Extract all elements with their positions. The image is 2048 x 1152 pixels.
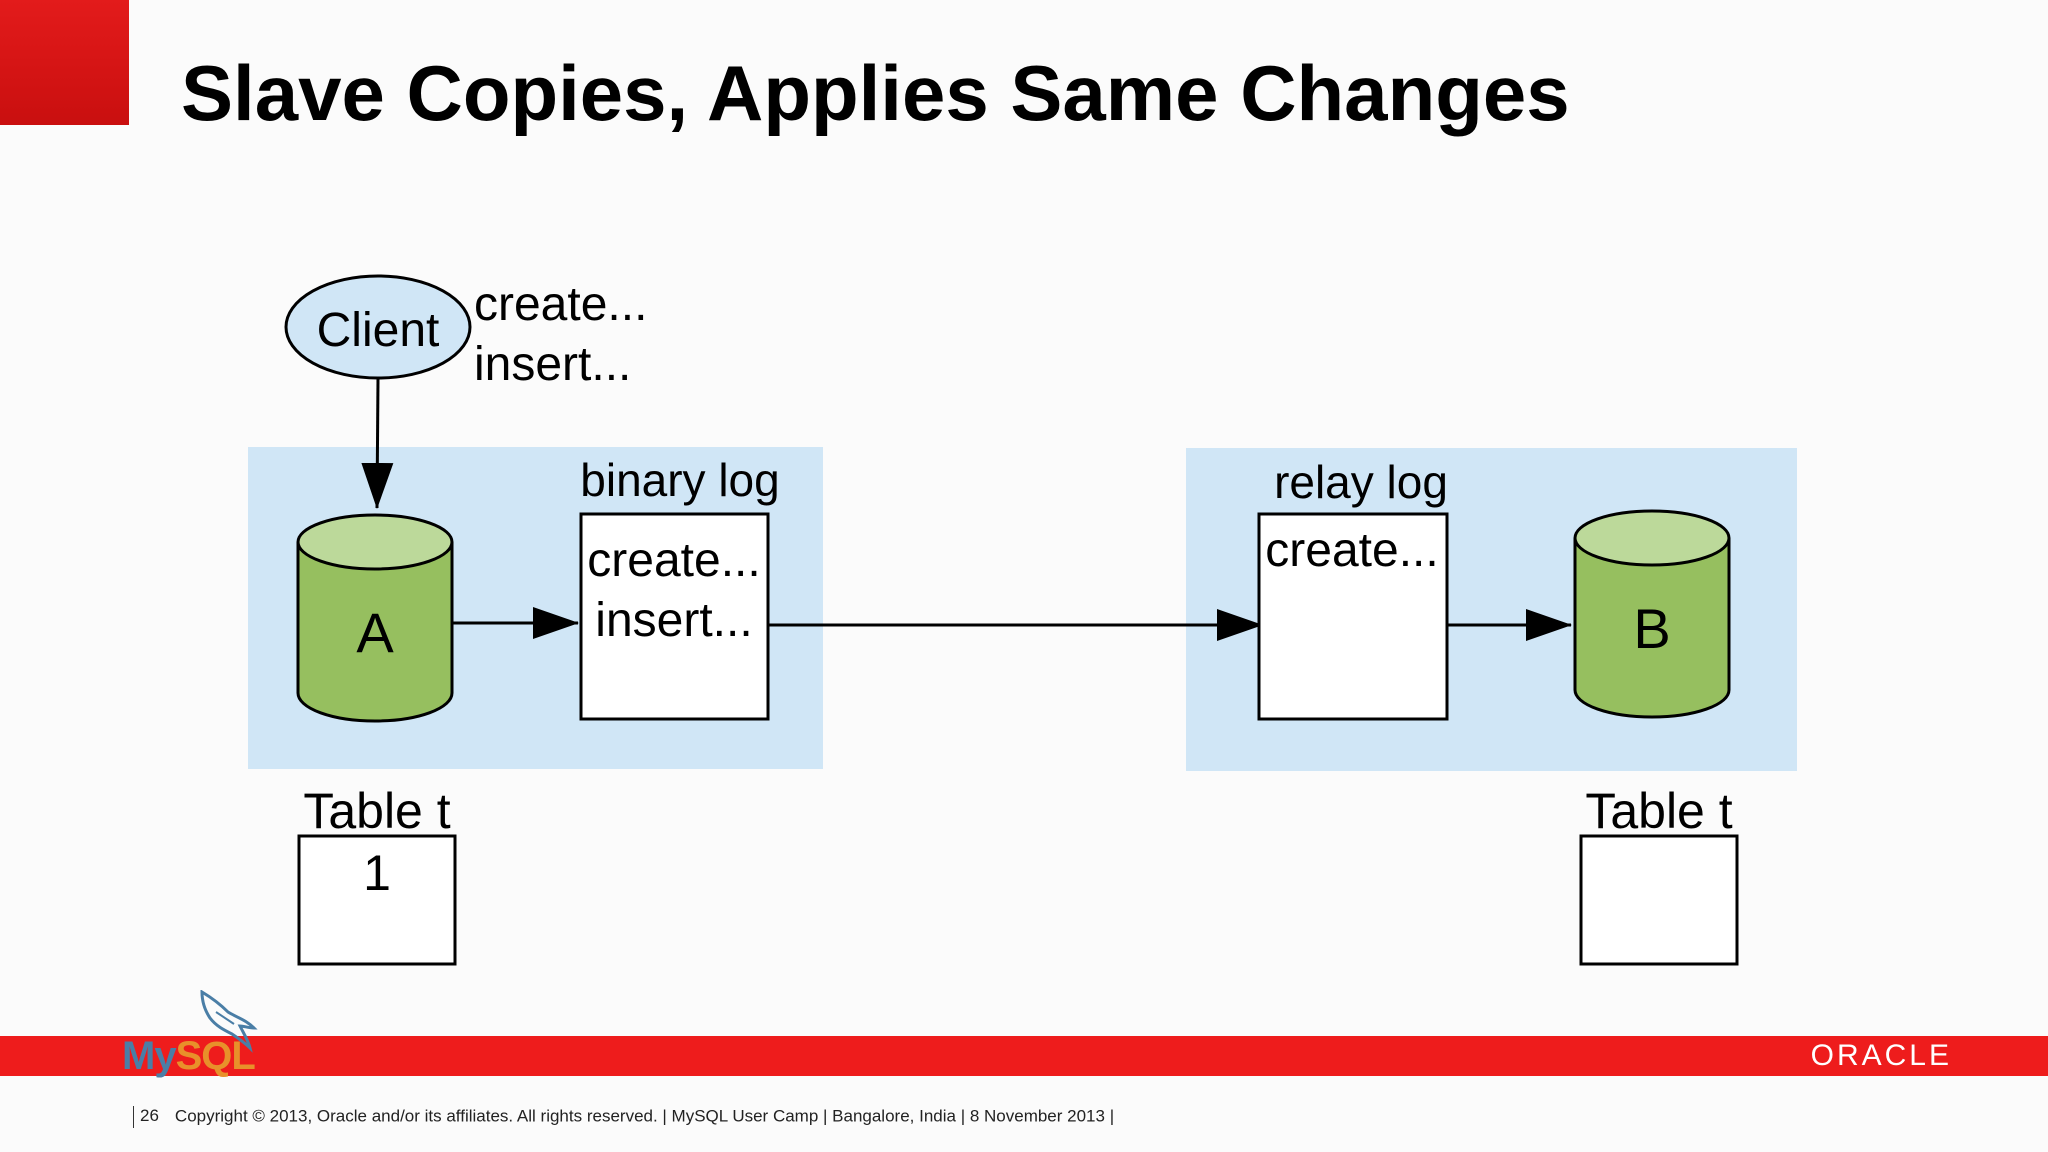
binary-log-line-insert: insert... <box>595 594 752 647</box>
client-label: Client <box>317 304 440 357</box>
mysql-dolphin-icon <box>200 990 258 1053</box>
master-table-label: Table t <box>303 783 450 839</box>
footer-separator <box>133 1106 134 1128</box>
database-a-label: A <box>356 601 394 664</box>
slave-table-label: Table t <box>1585 783 1732 839</box>
slave-table-box <box>1579 834 1739 966</box>
client-to-master-arrow <box>361 377 394 509</box>
database-b-cylinder <box>1573 509 1731 719</box>
database-b-label: B <box>1633 597 1670 660</box>
master-table-box <box>297 834 457 966</box>
oracle-logo: ORACLE <box>1810 1039 1952 1072</box>
database-a-cylinder <box>296 513 454 723</box>
binary-log-box <box>579 512 770 721</box>
page-number: 26 <box>140 1106 159 1126</box>
client-cmd-insert: insert... <box>474 338 631 391</box>
binary-log-line-create: create... <box>587 534 760 587</box>
slide-title: Slave Copies, Applies Same Changes <box>181 49 1570 137</box>
footer-red-bar <box>0 1036 2048 1076</box>
relay-log-title: relay log <box>1274 456 1448 508</box>
binary-log-title: binary log <box>580 454 779 506</box>
relay-log-box <box>1257 512 1449 721</box>
mysql-logo: MySQL <box>122 1034 256 1078</box>
footer-copyright: 26 Copyright © 2013, Oracle and/or its af… <box>133 1106 1114 1128</box>
client-cmd-create: create... <box>474 278 647 331</box>
footer-copyright-text: Copyright © 2013, Oracle and/or its affi… <box>174 1106 1115 1126</box>
relay-log-line-create: create... <box>1265 524 1438 577</box>
corner-accent <box>0 0 129 125</box>
master-table-value: 1 <box>363 845 391 901</box>
